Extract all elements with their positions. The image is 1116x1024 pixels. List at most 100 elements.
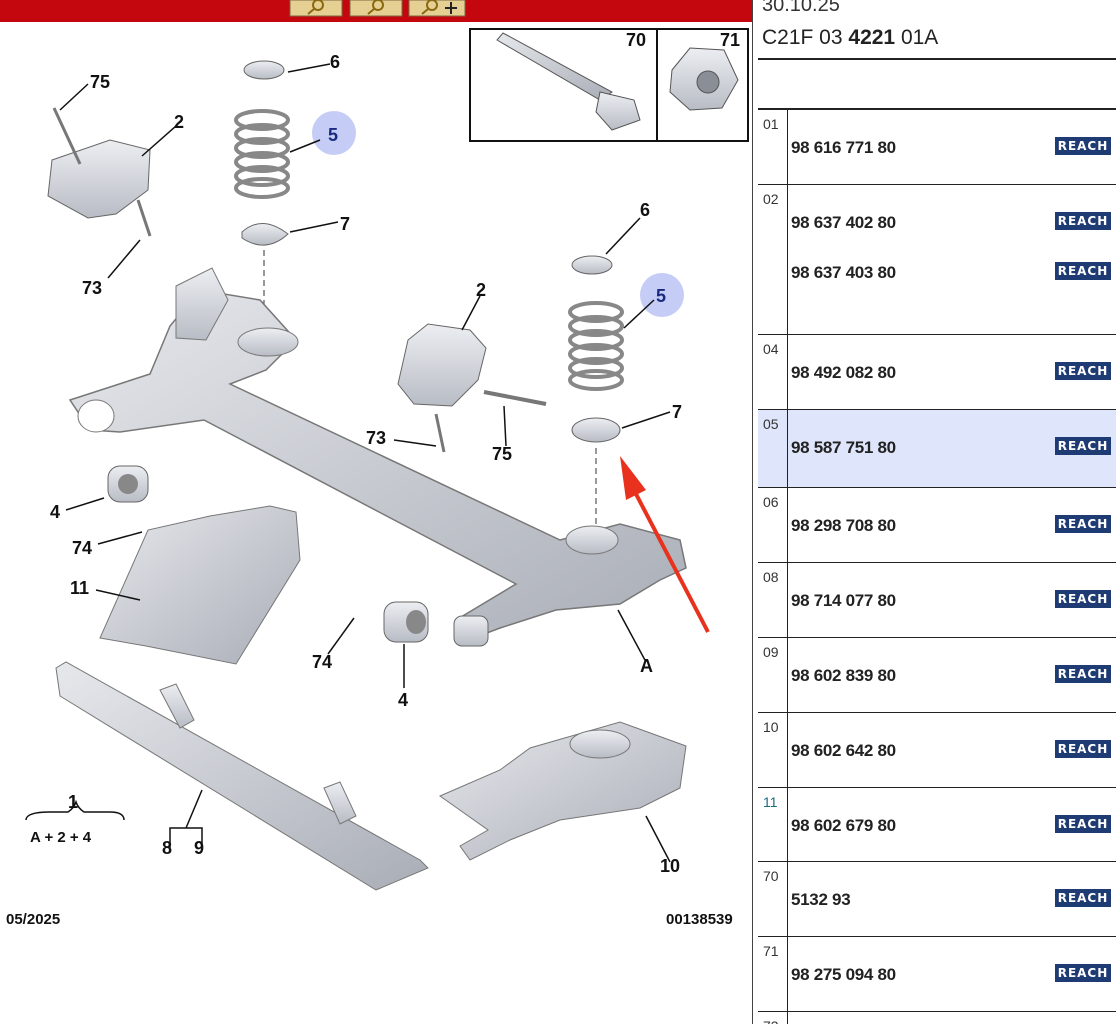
reach-badge[interactable]: REACH xyxy=(1055,362,1111,380)
callout-6-right: 6 xyxy=(640,200,650,220)
zoom-out-icon xyxy=(372,0,384,11)
row-index: 11 xyxy=(758,788,788,861)
callout-9: 9 xyxy=(194,838,204,858)
reach-badge[interactable]: REACH xyxy=(1055,137,1111,155)
zoom-move-icon xyxy=(426,0,438,11)
leader-lines xyxy=(25,63,671,863)
row-index: 73 xyxy=(758,1012,788,1024)
parts-row-09[interactable]: 09 98 602 839 80 REACH xyxy=(758,638,1116,713)
table-top-rule xyxy=(758,108,1116,110)
callout-4-right: 4 xyxy=(398,690,408,710)
bushing-right xyxy=(383,601,489,647)
diagram-drawing-number: 00138539 xyxy=(666,911,733,928)
zoom-in-icon xyxy=(312,0,324,11)
row-index: 04 xyxy=(758,335,788,409)
parts-row-71[interactable]: 71 98 275 094 80 REACH xyxy=(758,937,1116,1012)
callout-74-right: 74 xyxy=(312,652,332,672)
part-number[interactable]: 98 616 771 80 xyxy=(791,138,896,157)
reach-badge[interactable]: REACH xyxy=(1055,262,1111,280)
diagram-date-code: 05/2025 xyxy=(6,911,60,928)
parts-row-11[interactable]: 11 98 602 679 80 REACH xyxy=(758,788,1116,862)
toolbar-zoom-out-button[interactable] xyxy=(349,0,403,17)
nut-71-illustration xyxy=(669,47,739,111)
callout-6: 6 xyxy=(330,52,340,72)
parts-row-10[interactable]: 10 98 602 642 80 REACH xyxy=(758,713,1116,788)
parts-row-08[interactable]: 08 98 714 077 80 REACH xyxy=(758,563,1116,638)
callout-70: 70 xyxy=(626,30,646,50)
highlight-circle-5-right xyxy=(640,273,684,317)
mounting-bracket-right xyxy=(397,323,547,453)
reach-badge[interactable]: REACH xyxy=(1055,740,1111,758)
reach-badge[interactable]: REACH xyxy=(1055,515,1111,533)
red-arrow-indicator xyxy=(620,456,710,633)
reach-badge[interactable]: REACH xyxy=(1055,212,1111,230)
callout-75-right: 75 xyxy=(492,444,512,464)
parts-row-05-selected[interactable]: 05 98 587 751 80 REACH xyxy=(758,410,1116,488)
toolbar-zoom-in-button[interactable] xyxy=(289,0,343,17)
underbody-shield-10 xyxy=(438,721,687,861)
row-index: 05 xyxy=(758,410,788,487)
header-rule xyxy=(758,58,1116,60)
callout-2: 2 xyxy=(174,112,184,132)
row-index: 09 xyxy=(758,638,788,712)
part-number[interactable]: 98 492 082 80 xyxy=(791,363,896,382)
hardware-inset-box xyxy=(469,28,749,142)
part-number[interactable]: 5132 93 xyxy=(791,890,851,909)
part-number[interactable]: 98 602 839 80 xyxy=(791,666,896,685)
parts-row-04[interactable]: 04 98 492 082 80 REACH xyxy=(758,335,1116,410)
coil-spring-right xyxy=(568,255,624,530)
callout-11: 11 xyxy=(70,578,89,598)
row-index: 70 xyxy=(758,862,788,936)
parts-row-73[interactable]: 73 xyxy=(758,1012,1116,1024)
reach-badge[interactable]: REACH xyxy=(1055,815,1111,833)
row-index: 10 xyxy=(758,713,788,787)
row-index: 06 xyxy=(758,488,788,562)
part-number[interactable]: 98 637 402 80 xyxy=(791,213,896,232)
row-index: 01 xyxy=(758,110,788,184)
reach-badge[interactable]: REACH xyxy=(1055,590,1111,608)
part-number[interactable]: 98 298 708 80 xyxy=(791,516,896,535)
callout-5: 5 xyxy=(328,125,338,145)
parts-row-70[interactable]: 70 5132 93 REACH xyxy=(758,862,1116,937)
bolt-70-illustration xyxy=(496,32,641,131)
mounting-bracket-left xyxy=(47,107,152,237)
callout-74: 74 xyxy=(72,538,92,558)
part-number[interactable]: 98 275 094 80 xyxy=(791,965,896,984)
exploded-parts-diagram[interactable]: 75 2 6 5 7 73 6 5 2 7 73 75 4 74 11 74 4… xyxy=(0,0,752,1024)
reach-badge[interactable]: REACH xyxy=(1055,437,1111,455)
callout-10: 10 xyxy=(660,856,680,876)
highlight-circle-5-left xyxy=(312,111,356,155)
callout-8: 8 xyxy=(162,838,172,858)
row-index: 08 xyxy=(758,563,788,637)
underbody-shield-long xyxy=(55,661,429,891)
callout-2-right: 2 xyxy=(476,280,486,300)
parts-row-02[interactable]: 02 98 637 402 80 REACH 98 637 403 80 REA… xyxy=(758,185,1116,335)
panel-divider[interactable] xyxy=(752,0,758,1024)
toolbar-zoom-move-button[interactable] xyxy=(408,0,466,17)
reach-badge[interactable]: REACH xyxy=(1055,665,1111,683)
part-number[interactable]: 98 714 077 80 xyxy=(791,591,896,610)
reach-badge[interactable]: REACH xyxy=(1055,964,1111,982)
callout-73-right: 73 xyxy=(366,428,386,448)
underbody-shield-11 xyxy=(99,505,301,665)
parts-row-06[interactable]: 06 98 298 708 80 REACH xyxy=(758,488,1116,563)
catalog-reference: C21F 03 4221 01A xyxy=(762,26,939,49)
part-number[interactable]: 98 602 642 80 xyxy=(791,741,896,760)
reach-badge[interactable]: REACH xyxy=(1055,889,1111,907)
callout-7-right: 7 xyxy=(672,402,682,422)
callout-A: A xyxy=(640,656,653,676)
part-number[interactable]: 98 602 679 80 xyxy=(791,816,896,835)
callout-73: 73 xyxy=(82,278,102,298)
part-number[interactable]: 98 587 751 80 xyxy=(791,438,896,457)
callout-1: 1 xyxy=(68,792,78,812)
diagram-canvas: 75 2 6 5 7 73 6 5 2 7 73 75 4 74 11 74 4… xyxy=(0,0,752,928)
callout-7: 7 xyxy=(340,214,350,234)
rear-axle-beam xyxy=(68,267,687,646)
parts-row-01[interactable]: 01 98 616 771 80 REACH xyxy=(758,110,1116,185)
row-index: 71 xyxy=(758,937,788,1011)
row-index: 02 xyxy=(758,185,788,334)
callout-formula: A + 2 + 4 xyxy=(30,829,92,846)
part-number[interactable]: 98 637 403 80 xyxy=(791,263,896,282)
callout-75: 75 xyxy=(90,72,110,92)
coil-spring-left xyxy=(234,60,290,330)
